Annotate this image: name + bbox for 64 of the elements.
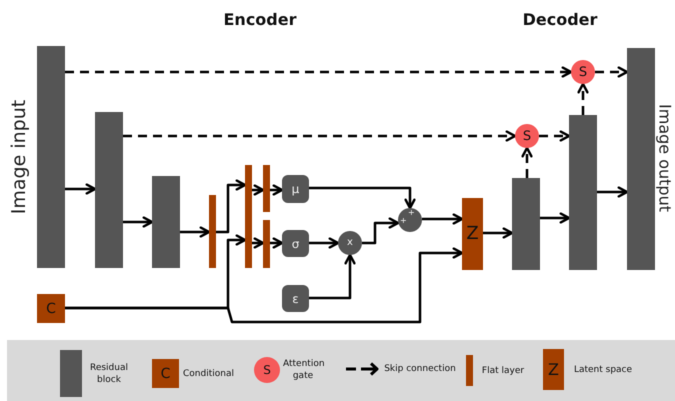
legend-swatch: Z <box>543 349 564 390</box>
legend-label: Residual block <box>88 361 129 386</box>
node-label: C <box>46 302 56 316</box>
flat-layer <box>263 165 270 212</box>
arrow <box>123 216 154 228</box>
arrow <box>252 184 264 196</box>
side-label: Image input <box>8 100 30 214</box>
legend-label: Conditional <box>183 367 233 380</box>
side-label: Image output <box>656 104 674 212</box>
arrow <box>216 179 246 234</box>
arrow <box>270 237 284 249</box>
flat-layer <box>209 195 216 268</box>
skip-connection-arrow <box>123 130 516 142</box>
node-label: σ <box>292 238 300 250</box>
arrow <box>422 213 464 225</box>
flat-layer <box>263 220 270 268</box>
flat-layer <box>245 165 252 268</box>
operator-circle <box>338 231 362 255</box>
arrow <box>65 183 96 195</box>
operation-box <box>282 285 309 312</box>
skip-connection-arrow <box>577 82 589 115</box>
arrow <box>180 226 210 238</box>
attention-gate <box>571 60 595 84</box>
residual-block <box>569 115 597 270</box>
residual-block <box>95 112 123 268</box>
arrow <box>362 217 400 244</box>
operation-box <box>282 230 309 257</box>
residual-block <box>627 48 655 270</box>
node-label: + <box>400 217 407 225</box>
latent-block <box>462 198 483 270</box>
arrow <box>252 237 264 249</box>
legend-label: Latent space <box>572 363 634 376</box>
legend-label: Skip connection <box>383 362 457 376</box>
legend-label: Flat layer <box>480 364 526 377</box>
arrow <box>65 247 464 324</box>
residual-block <box>37 46 65 268</box>
legend-swatch: C <box>152 359 179 388</box>
operator-circle <box>398 208 422 232</box>
skip-connection-arrow <box>65 66 572 78</box>
skip-connection-arrow <box>539 130 570 142</box>
node-label: μ <box>292 183 300 195</box>
conditional-block <box>37 294 65 323</box>
node-label: S <box>578 66 588 78</box>
section-heading: Decoder <box>522 10 598 29</box>
arrow <box>309 186 416 210</box>
arrow <box>309 237 340 249</box>
arrow <box>597 186 628 198</box>
arrow <box>483 227 514 239</box>
skip-connection-arrow <box>595 66 628 78</box>
residual-block <box>152 176 180 268</box>
residual-block <box>512 178 540 270</box>
attention-gate <box>515 124 539 148</box>
node-label: x <box>347 238 353 248</box>
section-heading: Encoder <box>222 10 298 29</box>
node-label: S <box>522 130 532 142</box>
arrow <box>540 212 570 224</box>
arrow <box>270 184 284 196</box>
skip-connection-arrow <box>521 146 533 178</box>
legend-label: Attention gate <box>283 358 323 382</box>
arrow <box>309 254 356 300</box>
operation-box <box>282 175 309 203</box>
node-label: + <box>408 209 415 217</box>
node-label: Z <box>466 225 479 243</box>
node-label: ε <box>292 292 299 304</box>
